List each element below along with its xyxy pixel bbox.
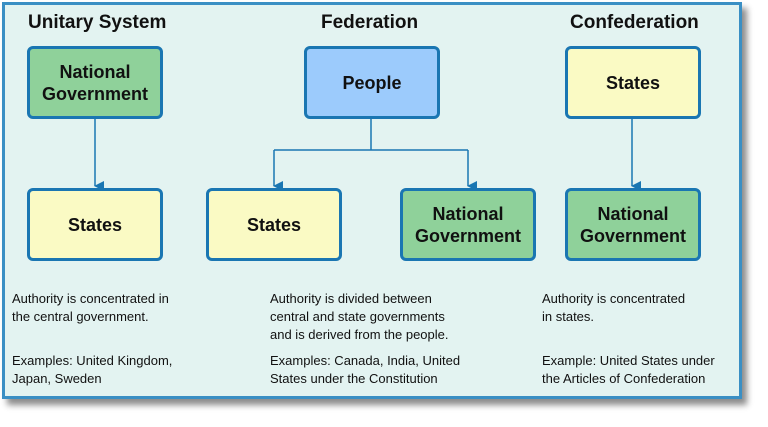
federation-examples: Examples: Canada, India, United States u… (270, 353, 461, 386)
confederation-description: Authority is concentrated in states. (542, 291, 686, 324)
federation-description: Authority is divided between central and… (270, 291, 449, 342)
box-label: People (342, 72, 402, 93)
federation-states-box: States (206, 188, 342, 261)
title-unitary-system: Unitary System (28, 12, 167, 33)
title-confederation: Confederation (570, 12, 699, 33)
box-label: National Government (579, 203, 687, 246)
title-federation: Federation (321, 12, 419, 33)
arrow-federation-split (273, 119, 477, 191)
box-label: National Government (414, 203, 522, 246)
unitary-national-government-box: National Government (27, 46, 163, 119)
confederation-examples: Example: United States under the Article… (542, 353, 715, 386)
box-label: National Government (41, 61, 149, 104)
unitary-examples: Examples: United Kingdom, Japan, Sweden (12, 353, 173, 386)
unitary-description: Authority is concentrated in the central… (12, 291, 169, 324)
federation-national-government-box: National Government (400, 188, 536, 261)
confederation-states-box: States (565, 46, 701, 119)
box-label: States (605, 72, 661, 93)
unitary-states-box: States (27, 188, 163, 261)
box-label: States (246, 214, 302, 235)
federation-people-box: People (304, 46, 440, 119)
box-label: States (67, 214, 123, 235)
confederation-national-government-box: National Government (565, 188, 701, 261)
